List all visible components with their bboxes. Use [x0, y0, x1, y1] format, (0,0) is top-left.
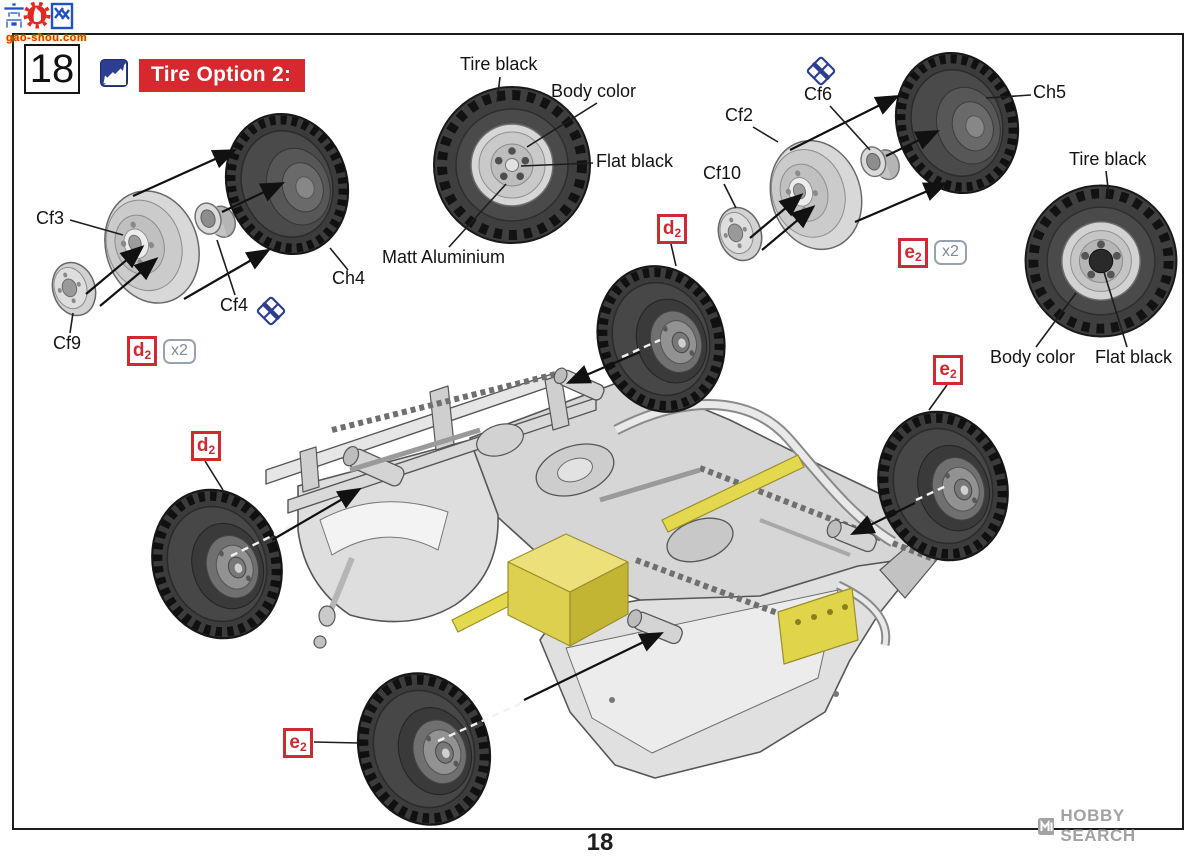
marker-sub: 2 [299, 740, 307, 754]
marker-sub: 2 [208, 443, 216, 457]
wheel-e2-bottom [339, 656, 510, 841]
crossed-tools-icon-cf6 [806, 56, 836, 91]
chassis-illustration [265, 367, 941, 779]
paint-label-matt-aluminium: Matt Aluminium [382, 247, 506, 267]
step-number-box: 18 [24, 44, 80, 94]
gaoshou-watermark: gao-shou.com [3, 1, 88, 44]
hobby-search-label: HOBBY SEARCH [1060, 806, 1136, 845]
part-label-ch5: Ch5 [1033, 82, 1067, 102]
small-disc-cf10 [710, 201, 770, 267]
yellow-highlight-parts [451, 454, 859, 665]
assembly-arrows [85, 95, 949, 701]
small-disc-cf9 [44, 256, 104, 322]
part-label-cf2: Cf2 [725, 105, 754, 125]
paint-label-body-color-rear: Body color [990, 347, 1076, 367]
assembled-wheel-rear-view [1026, 186, 1177, 337]
part-label-cf6: Cf6 [804, 84, 833, 104]
part-label-cf10: Cf10 [703, 163, 742, 183]
paint-label-tire-black-rear: Tire black [1069, 149, 1147, 169]
paint-label-flat-black-front: Flat black [596, 151, 674, 171]
quantity-x2-badge-right: x2 [934, 240, 967, 265]
bushing-cf6 [856, 139, 904, 188]
wheel-hub-cf2 [755, 127, 877, 263]
hobby-search-watermark: HOBBY SEARCH [1038, 806, 1200, 846]
option-symbol-icon [100, 59, 128, 92]
paint-label-body-color-front: Body color [551, 81, 637, 101]
marker-letter: d [662, 218, 675, 239]
tire-option-banner: Tire Option 2: [139, 59, 306, 92]
marker-sub: 2 [914, 250, 922, 264]
tire-ch5 [878, 37, 1036, 209]
alignment-dashes [230, 338, 947, 743]
leader-lines [69, 76, 1128, 744]
tire-ch4 [208, 98, 366, 270]
marker-letter: d [196, 435, 209, 456]
crossed-tools-icon-cf4 [256, 296, 286, 331]
marker-sub: 2 [949, 367, 957, 381]
part-label-cf9: Cf9 [53, 333, 82, 353]
marker-sub: 2 [674, 226, 682, 240]
page-number: 18 [586, 829, 614, 856]
wheel-d2-left [133, 473, 300, 655]
hobby-search-icon [1038, 817, 1055, 835]
gaoshou-url: gao-shou.com [6, 32, 88, 44]
paint-label-flat-black-rear: Flat black [1095, 347, 1173, 367]
gaoshou-logo-icon [3, 1, 74, 30]
paint-label-tire-black-front: Tire black [460, 54, 538, 74]
step-number: 18 [29, 46, 75, 91]
quantity-x2-badge-left: x2 [163, 339, 196, 364]
part-label-ch4: Ch4 [332, 268, 366, 288]
marker-letter: e [904, 242, 915, 263]
assembled-wheel-front-view [434, 87, 590, 243]
marker-letter: e [939, 359, 950, 380]
marker-letter: d [132, 340, 145, 361]
wheel-hub-cf3 [89, 177, 215, 317]
tire-option-banner-label: Tire Option 2: [151, 62, 292, 86]
marker-sub: 2 [144, 348, 152, 362]
part-label-cf3: Cf3 [36, 208, 65, 228]
marker-letter: e [289, 732, 300, 753]
part-label-cf4: Cf4 [220, 295, 249, 315]
